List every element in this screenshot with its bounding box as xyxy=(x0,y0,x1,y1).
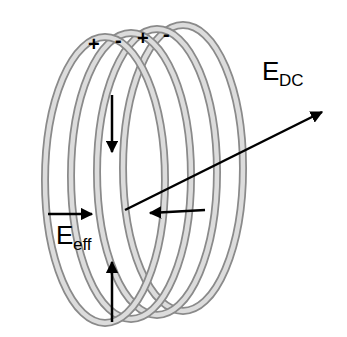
field-symbol: E xyxy=(262,58,279,84)
ring-electrode xyxy=(45,37,165,323)
field-arrow xyxy=(111,262,114,322)
field-arrow xyxy=(48,213,92,216)
polarity-sign: - xyxy=(163,24,170,44)
polarity-sign: + xyxy=(137,28,149,48)
field-subscript: DC xyxy=(279,72,304,89)
field-arrows xyxy=(48,95,322,322)
field-subscript: eff xyxy=(73,236,92,253)
ring-electrode xyxy=(71,33,191,319)
dc-field-arrow xyxy=(125,112,322,210)
polarity-sign: + xyxy=(88,34,100,54)
ring-edge xyxy=(45,37,165,323)
field-symbol: E xyxy=(56,222,73,248)
ring-edge xyxy=(71,33,191,319)
field-arrow xyxy=(111,95,114,152)
polarity-sign: - xyxy=(115,30,122,50)
field-arrow xyxy=(150,210,205,213)
ring-stack xyxy=(45,25,243,323)
